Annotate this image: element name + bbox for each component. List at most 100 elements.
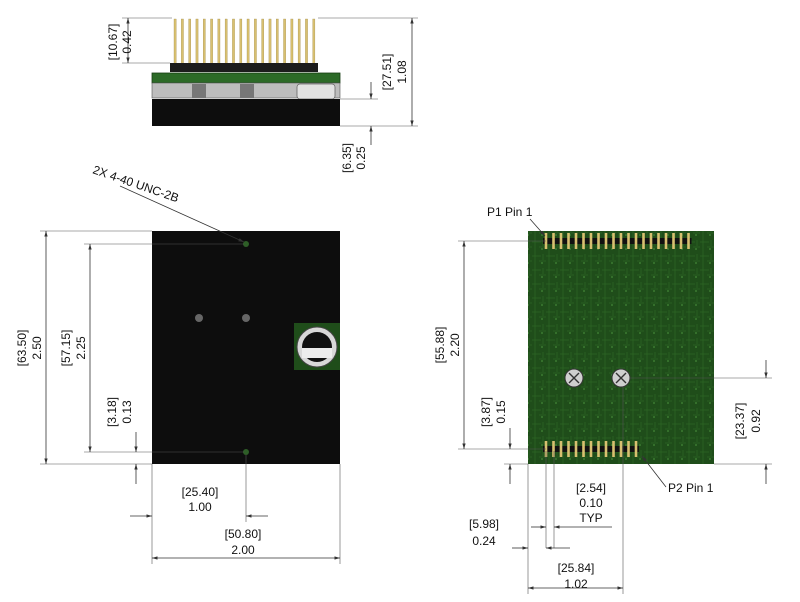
header-pin (612, 441, 615, 457)
header-pin (574, 233, 578, 249)
dim-width-mm: [50.80] (225, 527, 262, 541)
p2-pin1-label: P2 Pin 1 (668, 481, 714, 495)
header-pin (195, 18, 199, 65)
header-pin (290, 18, 294, 65)
screw-right (611, 368, 631, 388)
dim-p2-edge-in: 0.15 (494, 400, 508, 424)
dim-pin-span-in: 2.20 (448, 333, 462, 357)
header-pin (188, 18, 191, 65)
header-pin (552, 441, 555, 457)
header-pin (634, 441, 638, 457)
hole-dot-left (195, 314, 203, 322)
screw-left (564, 368, 584, 388)
back-view: P1 Pin 1 P2 Pin 1 [55.88] 2.20 [3.87] 0.… (433, 205, 772, 594)
dim-p2-edge-mm: [3.87] (479, 397, 493, 427)
header-pin (224, 18, 228, 65)
header-pin (604, 233, 608, 249)
header-pin (297, 18, 301, 65)
capacitor-side (296, 83, 336, 100)
header-pin (657, 233, 660, 249)
header-pins (173, 18, 316, 65)
dim-p2-x-in: 1.02 (564, 577, 588, 591)
p1-header (543, 233, 692, 249)
header-pin (604, 441, 608, 457)
base-body (152, 99, 340, 126)
header-pin (276, 18, 279, 65)
header-pin (567, 233, 570, 249)
header-pin (239, 18, 243, 65)
dim-hole-span-mm: [57.15] (59, 330, 73, 367)
header-pin (687, 233, 690, 249)
header-pin (567, 441, 570, 457)
dim-height-in: 1.08 (395, 60, 409, 84)
header-pin (664, 233, 668, 249)
header-pin (232, 18, 235, 65)
header-pin (210, 18, 213, 65)
header-pin (217, 18, 221, 65)
header-pin (559, 441, 563, 457)
header-pin (619, 441, 623, 457)
header-housing (543, 238, 692, 244)
header-pin (642, 233, 645, 249)
dim-total-h-mm: [63.50] (15, 330, 29, 367)
header-pin (181, 18, 184, 65)
dim-width-in: 2.00 (231, 543, 255, 557)
header-pin (679, 233, 683, 249)
pcb-top (151, 72, 341, 84)
header-pin (574, 441, 578, 457)
side-view: [10.67] 0.42 [27.51] 1.08 [6.35] 0.25 (106, 17, 418, 173)
header-pin (246, 18, 250, 65)
dim-hole-edge-in: 0.13 (120, 400, 134, 424)
header-pin (634, 233, 638, 249)
dim-base-in: 0.25 (354, 146, 368, 170)
header-pin (203, 18, 206, 65)
header-pin (552, 233, 555, 249)
dim-hole-span-in: 2.25 (74, 336, 88, 360)
header-pin (582, 441, 585, 457)
header-pin (627, 441, 630, 457)
dim-header-mm: [10.67] (106, 24, 120, 61)
p1-pin1-label: P1 Pin 1 (487, 205, 533, 219)
header-pin (305, 18, 308, 65)
dim-pin-offset-in: 0.24 (472, 534, 496, 548)
header-pin (283, 18, 286, 65)
dim-total-h-in: 2.50 (30, 336, 44, 360)
dim-hole-x-in: 1.00 (188, 500, 212, 514)
header-pin (173, 18, 177, 65)
dim-pitch-mm: [2.54] (576, 481, 606, 495)
header-pin (268, 18, 272, 65)
dim-screw-h-mm: [23.37] (733, 403, 747, 440)
header-pin (649, 233, 653, 249)
connector-block-2 (240, 84, 254, 98)
header-pin (582, 233, 585, 249)
mount-hole-bottom (243, 449, 249, 455)
mount-hole-top (243, 241, 249, 247)
dim-pitch-in: 0.10 (579, 496, 603, 510)
dim-pin-offset-mm: [5.98] (469, 517, 499, 531)
dim-pin-span-mm: [55.88] (433, 327, 447, 364)
header-pin (312, 18, 316, 65)
header-plastic (170, 63, 318, 72)
connector-block-1 (192, 84, 206, 98)
header-pin (627, 233, 630, 249)
dim-p2-x-mm: [25.84] (558, 561, 595, 575)
header-pin (254, 18, 257, 65)
dim-pitch-note: TYP (579, 511, 602, 525)
header-pin (261, 18, 264, 65)
dim-hole-edge-mm: [3.18] (105, 397, 119, 427)
header-pin (589, 233, 593, 249)
back-pcb (528, 231, 714, 464)
header-pin (672, 233, 675, 249)
header-pin (619, 233, 623, 249)
dim-screw-h-in: 0.92 (749, 409, 763, 433)
header-pin (612, 233, 615, 249)
header-pin (597, 233, 600, 249)
dim-base-mm: [6.35] (340, 143, 354, 173)
front-view: 2X 4-40 UNC-2B [63.50] 2.50 [57.15] 2.25… (15, 163, 341, 564)
thread-callout: 2X 4-40 UNC-2B (91, 163, 181, 206)
dim-hole-x-mm: [25.40] (182, 485, 219, 499)
header-pin (589, 441, 593, 457)
header-pin (597, 441, 600, 457)
hole-dot-right (242, 314, 250, 322)
